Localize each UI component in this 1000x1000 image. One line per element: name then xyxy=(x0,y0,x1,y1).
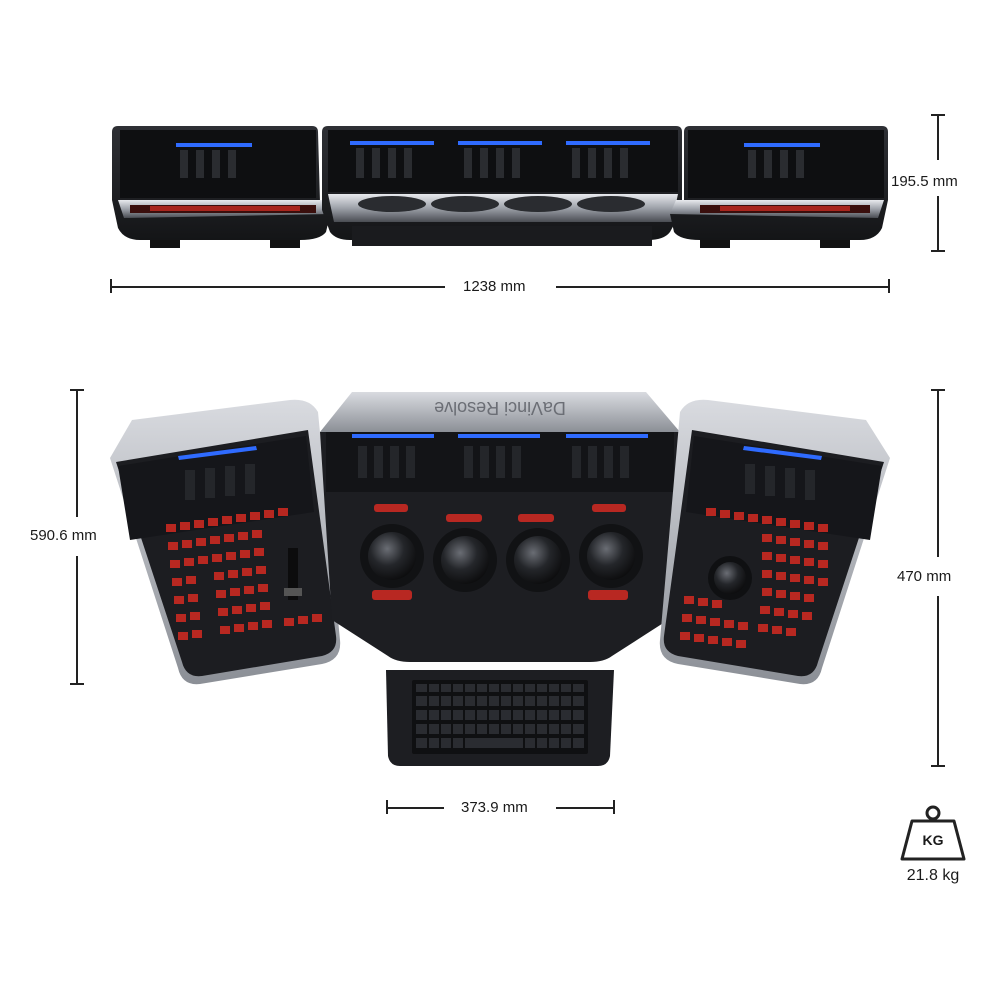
total-width-label: 1238 mm xyxy=(463,278,526,295)
weight-unit-label: KG xyxy=(922,832,944,848)
left-depth-label: 590.6 mm xyxy=(30,527,97,544)
center-depth-label: 470 mm xyxy=(897,568,952,585)
top-left-panel xyxy=(110,399,341,685)
top-center-panel: DaVinci Resolve xyxy=(320,392,680,662)
front-right-panel xyxy=(670,126,888,248)
front-left-panel xyxy=(112,126,330,248)
front-height-label: 195.5 mm xyxy=(891,173,958,190)
top-right-panel xyxy=(659,399,890,685)
davinci-logo: DaVinci Resolve xyxy=(434,398,566,418)
weight-value-label: 21.8 kg xyxy=(906,867,960,884)
keyboard-width-label: 373.9 mm xyxy=(461,799,528,816)
weight-icon xyxy=(900,805,966,861)
front-center-panel xyxy=(322,126,682,246)
keyboard xyxy=(386,670,614,766)
